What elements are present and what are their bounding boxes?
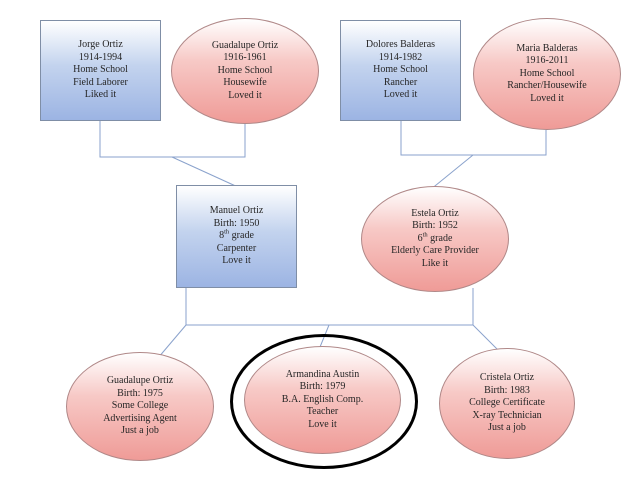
person-occupation: Rancher	[383, 76, 418, 88]
connector-to-manuel	[171, 156, 241, 189]
person-education: College Certificate	[469, 397, 545, 409]
grade-suffix: th	[422, 231, 428, 239]
connector-ortiz-parents	[99, 121, 246, 158]
person-occupation: Teacher	[306, 406, 339, 418]
connector-gen2-parents	[185, 288, 474, 326]
person-occupation: Rancher/Housewife	[507, 80, 587, 92]
person-name: Guadalupe Ortiz	[106, 375, 174, 387]
person-education: Home School	[373, 64, 428, 76]
person-occupation: Field Laborer	[73, 76, 128, 88]
node-guadalupe-ortiz-child: Guadalupe Ortiz Birth: 1975 Some College…	[66, 352, 214, 461]
person-occupation: Housewife	[223, 77, 267, 89]
grade-word: grade	[427, 232, 453, 244]
person-years: 1914-1982	[378, 51, 423, 63]
connector-balderas-parents	[400, 121, 547, 156]
person-education: Some College	[111, 400, 169, 412]
person-birth: Birth: 1983	[484, 384, 530, 396]
grade-number: 8	[219, 230, 225, 242]
person-birth: Birth: 1979	[299, 381, 346, 393]
person-name: Dolores Balderas	[365, 39, 436, 51]
node-jorge-ortiz: Jorge Ortiz 1914-1994 Home School Field …	[40, 20, 161, 121]
grade-word: grade	[229, 230, 254, 242]
person-name: Maria Balderas	[516, 42, 578, 54]
person-years: 1914-1994	[78, 51, 123, 63]
person-occupation: X-ray Technician	[472, 409, 542, 421]
person-education: Home School	[73, 64, 128, 76]
person-name: Cristela Ortiz	[479, 372, 535, 384]
person-years: 1916-1961	[223, 52, 267, 64]
person-education: Home School	[519, 67, 575, 79]
person-feeling: Liked it	[84, 89, 117, 101]
person-name: Manuel Ortiz	[209, 205, 264, 217]
node-manuel-ortiz: Manuel Ortiz Birth: 1950 8th grade Carpe…	[176, 185, 297, 288]
node-armandina-austin: Armandina Austin Birth: 1979 B.A. Englis…	[244, 346, 401, 454]
person-feeling: Loved it	[383, 89, 418, 101]
node-guadalupe-ortiz: Guadalupe Ortiz 1916-1961 Home School Ho…	[171, 18, 319, 124]
person-name: Armandina Austin	[285, 368, 360, 380]
person-name: Jorge Ortiz	[78, 39, 123, 51]
grade-number: 6	[417, 232, 423, 244]
person-years: 1916-2011	[525, 55, 569, 67]
person-occupation: Elderly Care Provider	[391, 245, 479, 257]
person-birth: Birth: 1950	[213, 217, 260, 229]
person-occupation: Carpenter	[216, 242, 257, 254]
person-feeling: Just a job	[488, 422, 526, 434]
highlight-circle	[230, 334, 418, 469]
person-birth: Birth: 1952	[412, 220, 458, 232]
person-feeling: Loved it	[530, 92, 564, 104]
connector-to-guadalupe-jr	[157, 324, 187, 359]
person-feeling: Loved it	[228, 89, 262, 101]
node-maria-balderas: Maria Balderas 1916-2011 Home School Ran…	[473, 18, 621, 130]
person-education: Home School	[217, 64, 273, 76]
person-feeling: Love it	[308, 418, 337, 430]
connector-to-estela	[429, 154, 474, 191]
person-name: Guadalupe Ortiz	[211, 39, 279, 51]
person-occupation: Advertising Agent	[103, 412, 177, 424]
node-cristela-ortiz: Cristela Ortiz Birth: 1983 College Certi…	[439, 348, 575, 459]
person-feeling: Like it	[421, 257, 449, 269]
connector-to-cristela	[472, 324, 501, 353]
person-education: B.A. English Comp.	[281, 393, 364, 405]
grade-suffix: th	[224, 228, 230, 236]
person-name: Estela Ortiz	[411, 207, 459, 219]
person-birth: Birth: 1975	[117, 387, 163, 399]
person-feeling: Just a job	[121, 425, 159, 437]
person-education: 6th grade	[417, 231, 453, 246]
node-dolores-balderas: Dolores Balderas 1914-1982 Home School R…	[340, 20, 461, 121]
person-feeling: Love it	[222, 255, 251, 267]
node-estela-ortiz: Estela Ortiz Birth: 1952 6th grade Elder…	[361, 186, 509, 292]
person-education: 8th grade	[219, 228, 254, 243]
